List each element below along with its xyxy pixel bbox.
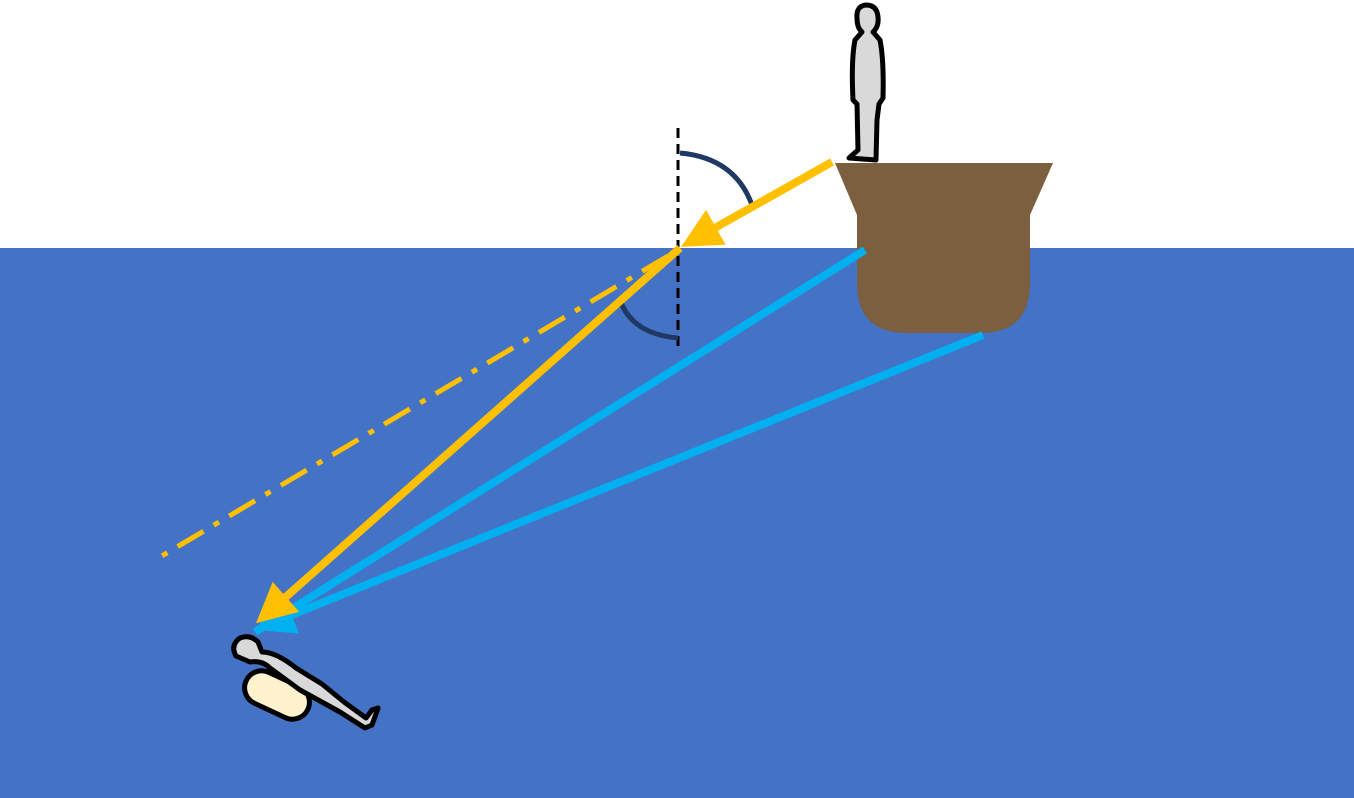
standing-person-icon (846, 2, 886, 163)
apparent-ray-line (153, 253, 670, 563)
direct-ray-lower (254, 331, 985, 634)
refraction-angle-arc (617, 299, 679, 341)
water (0, 248, 1354, 798)
boat (835, 163, 1053, 333)
sky (0, 0, 1354, 248)
refracted-ray (256, 245, 683, 624)
diver-icon (231, 634, 381, 731)
incident-ray (681, 158, 834, 247)
direct-ray-upper (252, 246, 868, 636)
incidence-angle-arc (679, 150, 755, 206)
